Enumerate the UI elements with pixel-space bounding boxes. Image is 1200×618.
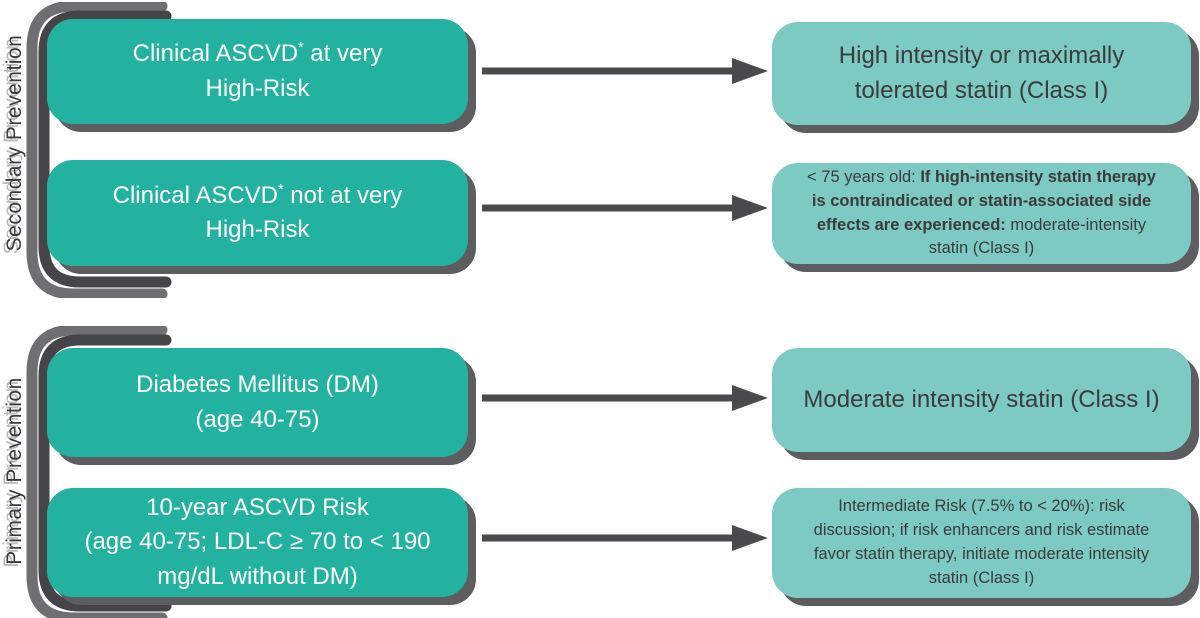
condition-10-year-ascvd-risk: 10-year ASCVD Risk (age 40-75; LDL-C ≥ 7…: [47, 488, 468, 597]
condition-text: Clinical ASCVD* not at very High-Risk: [112, 181, 403, 243]
recommendation-text: < 75 years old: If high-intensity statin…: [807, 167, 1156, 258]
flow-arrow-icon: [482, 58, 768, 84]
primary-prevention-bracket-icon: [26, 326, 172, 618]
condition-text: Clinical ASCVD* at very High-Risk: [132, 40, 383, 102]
recommendation-high-intensity-statin: High intensity or maximally tolerated st…: [772, 22, 1191, 125]
recommendation-text: Intermediate Risk (7.5% to < 20%): risk …: [813, 497, 1150, 587]
flow-arrow-icon: [482, 385, 768, 411]
condition-clinical-ascvd-not-very-high-risk: Clinical ASCVD* not at very High-Risk: [47, 160, 468, 266]
flow-arrow-icon: [482, 195, 768, 221]
condition-diabetes-mellitus: Diabetes Mellitus (DM) (age 40-75): [47, 348, 468, 457]
primary-prevention-label: Primary Prevention: [3, 377, 26, 565]
recommendation-intermediate-risk: Intermediate Risk (7.5% to < 20%): risk …: [772, 488, 1191, 598]
condition-clinical-ascvd-very-high-risk: Clinical ASCVD* at very High-Risk: [47, 19, 468, 124]
condition-text: 10-year ASCVD Risk (age 40-75; LDL-C ≥ 7…: [84, 494, 431, 590]
secondary-prevention-label: Secondary Prevention: [3, 34, 26, 252]
flow-arrow-icon: [482, 525, 768, 551]
condition-text: Diabetes Mellitus (DM) (age 40-75): [136, 371, 379, 433]
secondary-prevention-bracket-icon: [26, 2, 172, 298]
recommendation-text: High intensity or maximally tolerated st…: [838, 41, 1125, 104]
recommendation-text: Moderate intensity statin (Class I): [803, 385, 1160, 413]
recommendation-under-75-moderate-intensity: < 75 years old: If high-intensity statin…: [772, 163, 1191, 264]
recommendation-moderate-intensity-statin: Moderate intensity statin (Class I): [772, 348, 1191, 452]
